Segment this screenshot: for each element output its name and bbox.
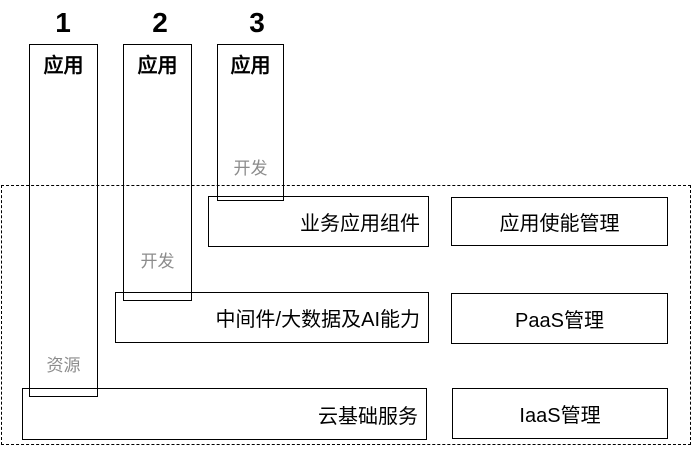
layer-component-business-application: 业务应用组件 — [208, 196, 429, 247]
column-number-2: 2 — [152, 7, 168, 38]
layer-component-middleware-bigdata-ai: 中间件/大数据及AI能力 — [115, 292, 429, 343]
column-number-3: 3 — [249, 7, 265, 38]
management-box-paas: PaaS管理 — [451, 293, 668, 344]
development-annotation-column-2: 开发 — [140, 252, 175, 271]
application-column-3: 应用 — [217, 44, 284, 201]
column-number-1: 1 — [55, 7, 71, 38]
application-label-1: 应用 — [43, 55, 84, 77]
application-label-3: 应用 — [230, 55, 271, 77]
resource-annotation-column-1: 资源 — [46, 356, 81, 375]
platform-boundary-dashed-box — [1, 185, 691, 445]
application-column-1: 应用 — [29, 44, 98, 397]
application-label-2: 应用 — [137, 55, 178, 77]
application-column-2: 应用 — [123, 44, 192, 301]
layer-component-cloud-infrastructure: 云基础服务 — [22, 388, 427, 440]
management-box-iaas: IaaS管理 — [452, 388, 668, 439]
development-annotation-column-3: 开发 — [233, 159, 268, 178]
management-box-application-enablement: 应用使能管理 — [451, 197, 668, 246]
